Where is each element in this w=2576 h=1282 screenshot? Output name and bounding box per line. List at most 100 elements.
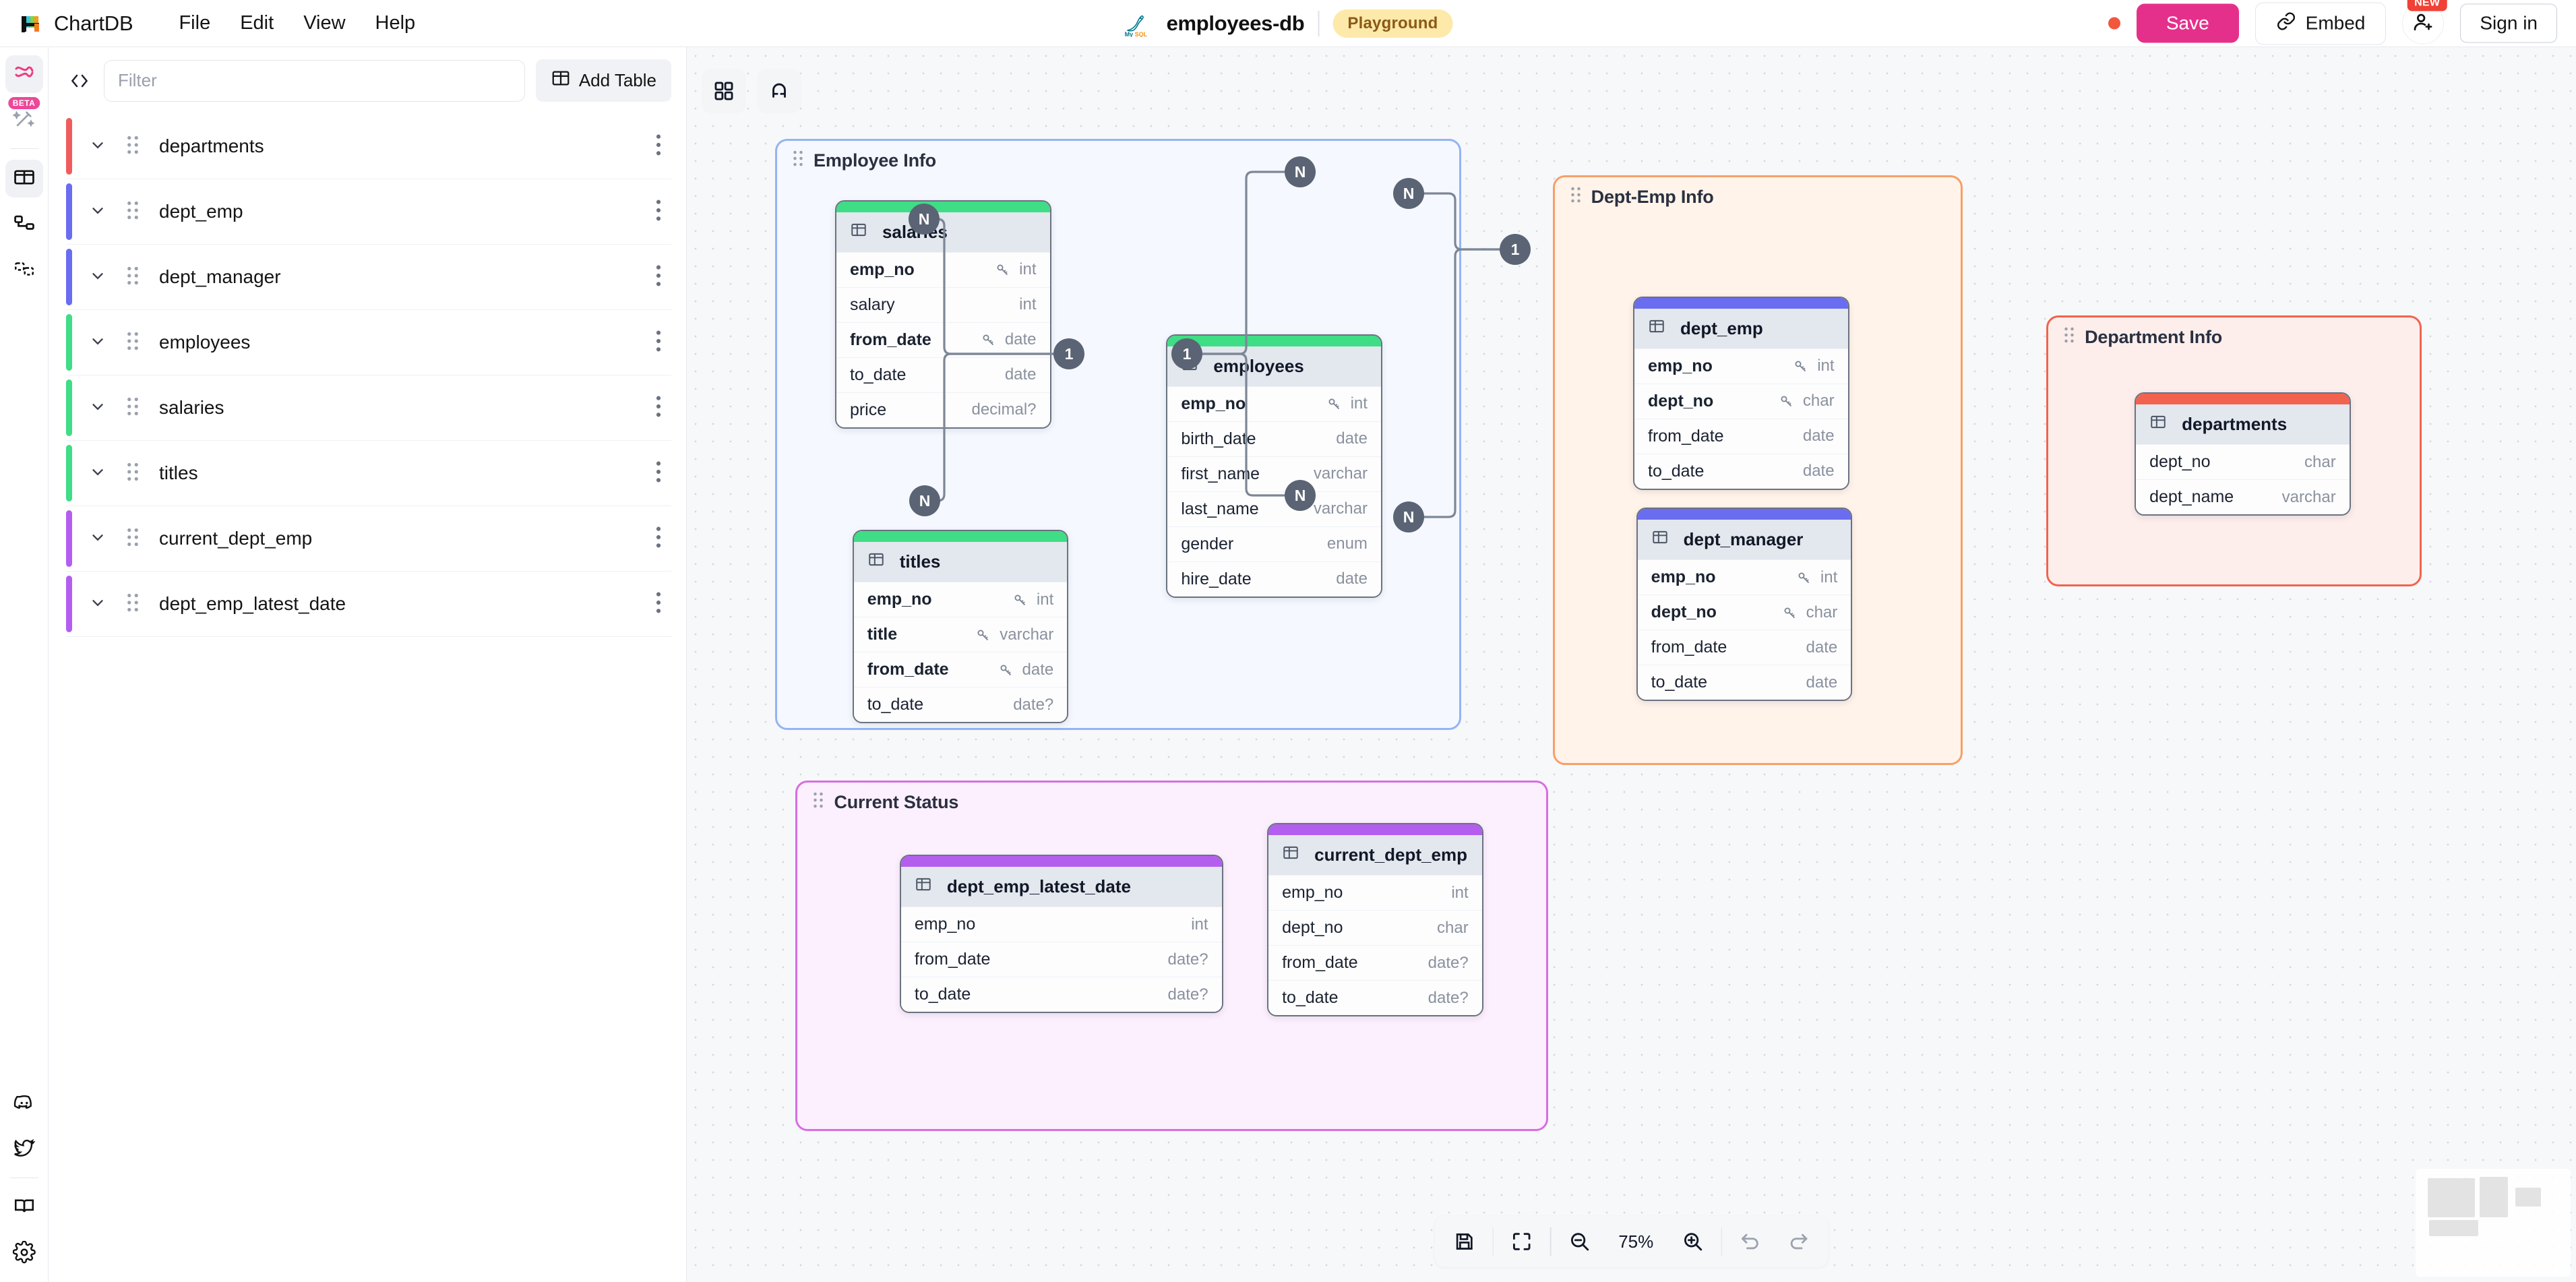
- more-options-icon[interactable]: [655, 395, 662, 421]
- rail-item-dependencies[interactable]: [5, 251, 43, 289]
- chevron-down-icon[interactable]: [89, 528, 106, 549]
- add-table-button[interactable]: Add Table: [535, 59, 671, 102]
- rail-item-ai-assistant[interactable]: BETA: [5, 97, 43, 139]
- sidebar-item-current_dept_emp[interactable]: current_dept_emp: [66, 506, 671, 572]
- rail-item-settings[interactable]: [5, 1235, 43, 1273]
- magnet-snap-icon[interactable]: [757, 69, 801, 113]
- drag-handle-icon[interactable]: [812, 792, 824, 813]
- undo-button[interactable]: [1726, 1220, 1775, 1263]
- menu-item-view[interactable]: View: [303, 12, 346, 34]
- more-options-icon[interactable]: [655, 199, 662, 225]
- zoom-out-button[interactable]: [1555, 1220, 1603, 1263]
- more-options-icon[interactable]: [655, 526, 662, 552]
- rail-item-discord[interactable]: [5, 1085, 43, 1122]
- grid-squares-icon[interactable]: [702, 69, 746, 113]
- sidebar-item-titles[interactable]: titles: [66, 441, 671, 506]
- sidebar-item-dept_emp[interactable]: dept_emp: [66, 179, 671, 245]
- more-options-icon[interactable]: [655, 591, 662, 617]
- more-options-icon[interactable]: [655, 460, 662, 487]
- drag-handle-icon[interactable]: [125, 397, 140, 419]
- drag-handle-icon[interactable]: [125, 201, 140, 223]
- embed-button[interactable]: Embed: [2255, 2, 2387, 44]
- rail-item-tables[interactable]: [5, 160, 43, 197]
- sidebar-item-employees[interactable]: employees: [66, 310, 671, 375]
- more-options-icon[interactable]: [655, 133, 662, 160]
- chevron-down-icon[interactable]: [89, 398, 106, 418]
- fit-screen-button[interactable]: [1498, 1220, 1546, 1263]
- chevron-down-icon[interactable]: [89, 136, 106, 156]
- more-options-icon[interactable]: [655, 264, 662, 291]
- rail-item-docs[interactable]: [5, 1189, 43, 1227]
- menu-item-help[interactable]: Help: [375, 12, 416, 34]
- table-header[interactable]: dept_emp_latest_date: [900, 867, 1222, 907]
- code-brackets-icon[interactable]: [66, 67, 93, 94]
- menu-item-edit[interactable]: Edit: [240, 12, 274, 34]
- table-header[interactable]: current_dept_emp: [1268, 835, 1482, 876]
- chevron-down-icon[interactable]: [89, 332, 106, 353]
- save-diagram-button[interactable]: [1440, 1220, 1488, 1263]
- table-header[interactable]: dept_emp: [1634, 308, 1848, 348]
- sidebar-item-departments[interactable]: departments: [66, 114, 671, 179]
- drag-handle-icon[interactable]: [125, 332, 140, 354]
- drag-handle-icon[interactable]: [125, 266, 140, 288]
- drag-handle-icon[interactable]: [1570, 187, 1582, 208]
- table-header[interactable]: salaries: [836, 212, 1050, 252]
- drag-handle-icon[interactable]: [2063, 327, 2075, 348]
- table-node-salaries[interactable]: salariesemp_nointsalaryintfrom_datedatet…: [834, 200, 1051, 429]
- redo-button[interactable]: [1775, 1220, 1823, 1263]
- sidebar-item-dept_manager[interactable]: dept_manager: [66, 245, 671, 310]
- chevron-down-icon[interactable]: [89, 463, 106, 483]
- avatar[interactable]: NEW: [2402, 0, 2447, 44]
- sidebar-item-salaries[interactable]: salaries: [66, 375, 671, 441]
- drag-handle-icon[interactable]: [125, 462, 140, 485]
- sign-in-button[interactable]: Sign in: [2460, 3, 2557, 43]
- chevron-down-icon[interactable]: [89, 594, 106, 614]
- table-header[interactable]: dept_manager: [1637, 520, 1851, 560]
- sidebar-item-dept_emp_latest_date[interactable]: dept_emp_latest_date: [66, 572, 671, 637]
- more-options-icon[interactable]: [655, 330, 662, 356]
- minimap[interactable]: [2416, 1169, 2571, 1277]
- chevron-down-icon[interactable]: [89, 267, 106, 287]
- drag-handle-icon[interactable]: [125, 135, 140, 158]
- save-button[interactable]: Save: [2136, 3, 2239, 43]
- chevron-down-icon[interactable]: [89, 202, 106, 222]
